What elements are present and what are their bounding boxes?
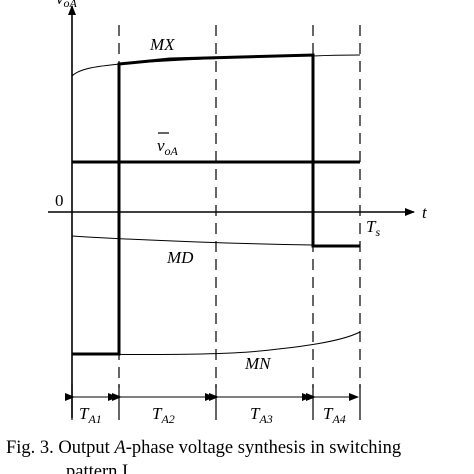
interval-label-a3: TA3 — [250, 404, 273, 426]
md-label: MD — [166, 248, 194, 267]
y-axis-label: voA — [56, 0, 78, 10]
origin-label: 0 — [55, 191, 64, 210]
period-label: Ts — [366, 217, 380, 239]
average-voltage-label: voA — [157, 136, 179, 158]
caption-line-2: pattern I. — [66, 462, 133, 474]
x-axis-label: t — [422, 203, 428, 222]
voltage-synthesis-diagram: voA 0 t Ts MX MD MN voA — [48, 0, 428, 426]
mn-envelope-curve — [71, 331, 361, 356]
interval-label-a2: TA2 — [152, 404, 175, 426]
interval-label-a1: TA1 — [79, 404, 102, 426]
figure-caption: Fig. 3. Output A-phase voltage synthesis… — [6, 436, 474, 474]
mn-label: MN — [244, 354, 272, 373]
interval-label-a4: TA4 — [323, 404, 346, 426]
output-voltage-waveform — [72, 53, 360, 356]
mx-label: MX — [149, 35, 175, 54]
caption-line-1: Fig. 3. Output A-phase voltage synthesis… — [6, 438, 402, 458]
